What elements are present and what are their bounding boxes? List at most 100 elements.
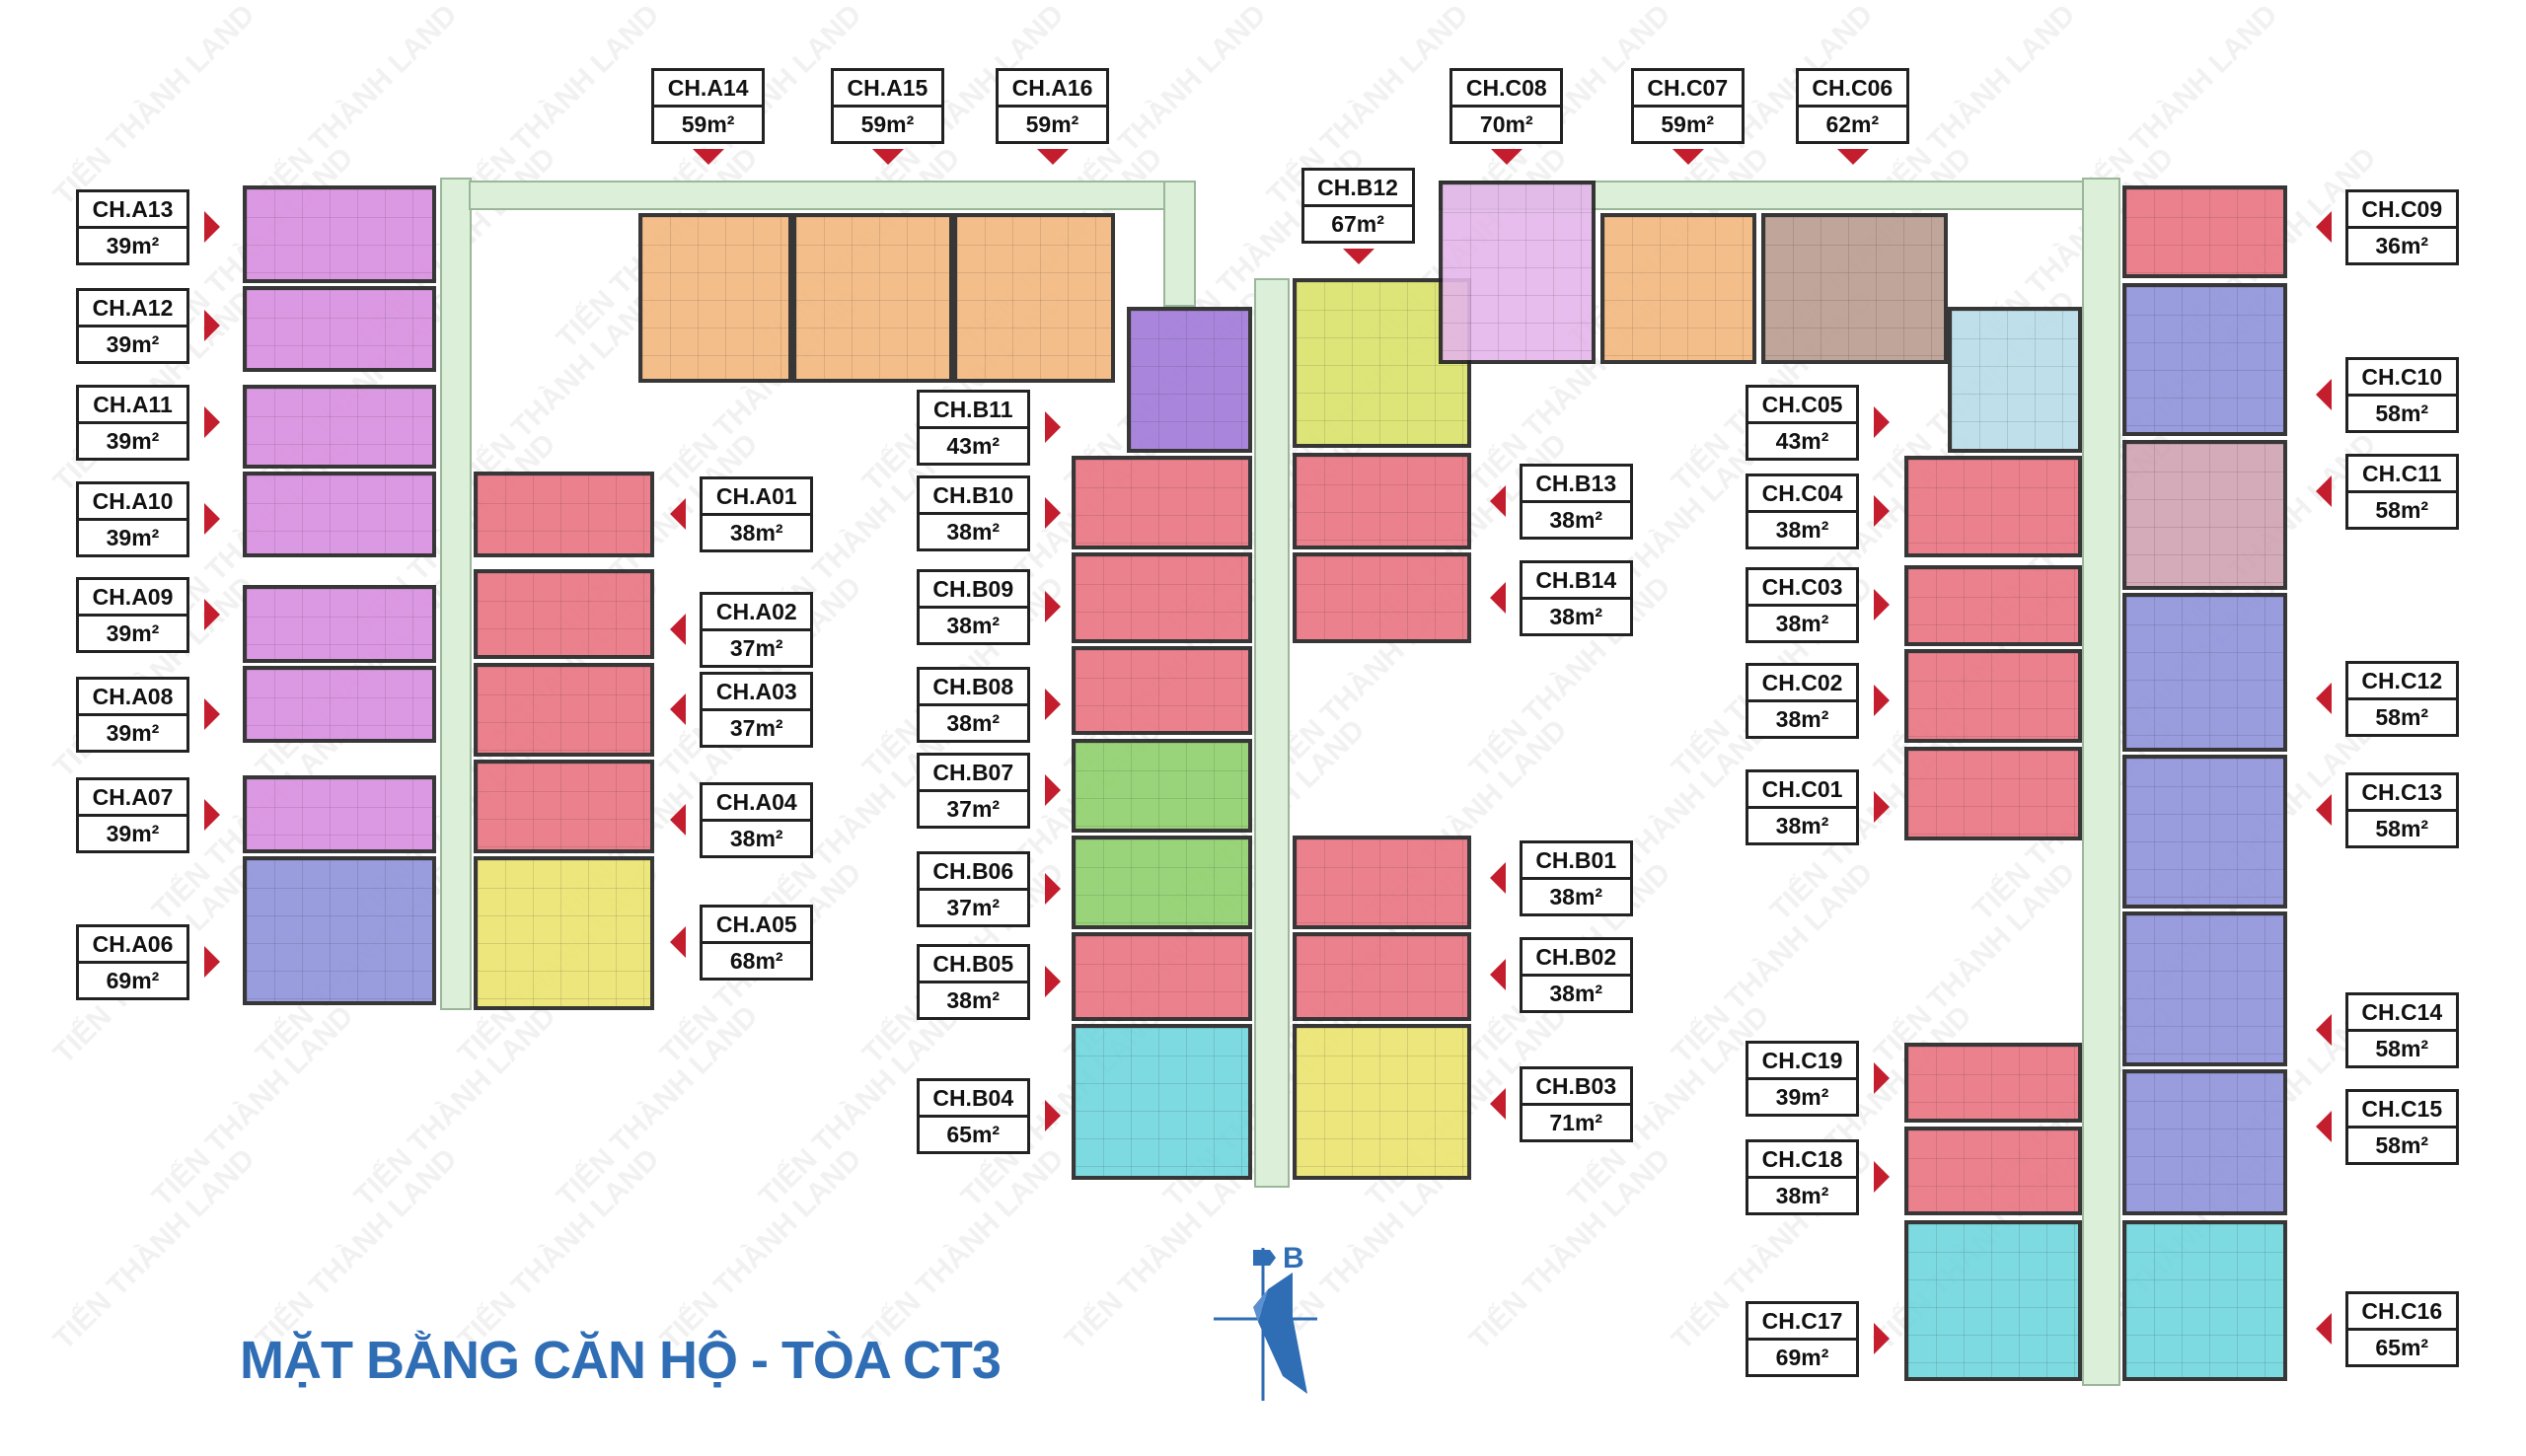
- apartment-unit[interactable]: [1071, 552, 1253, 643]
- apartment-unit[interactable]: [1071, 1024, 1253, 1180]
- apartment-unit[interactable]: [1438, 181, 1596, 364]
- apartment-unit[interactable]: [1071, 455, 1253, 549]
- apartment-unit[interactable]: [242, 285, 437, 372]
- apartment-unit[interactable]: [791, 213, 954, 384]
- apartment-unit[interactable]: [1903, 455, 2082, 558]
- apartment-unit[interactable]: [953, 213, 1116, 384]
- apartment-unit[interactable]: [1293, 452, 1471, 549]
- apartment-unit[interactable]: [242, 665, 437, 744]
- apartment-unit[interactable]: [242, 384, 437, 470]
- apartment-unit[interactable]: [1903, 1126, 2082, 1215]
- apartment-unit[interactable]: [242, 584, 437, 663]
- apartment-unit[interactable]: [2121, 1069, 2287, 1215]
- apartment-unit[interactable]: [1293, 932, 1471, 1022]
- apartment-unit[interactable]: [473, 472, 655, 558]
- apartment-unit[interactable]: [1071, 738, 1253, 833]
- apartment-unit[interactable]: [1071, 932, 1253, 1022]
- apartment-unit[interactable]: [2121, 282, 2287, 437]
- apartment-unit[interactable]: [1293, 1024, 1471, 1180]
- apartment-unit[interactable]: [473, 759, 655, 853]
- apartment-unit[interactable]: [1293, 835, 1471, 929]
- apartment-unit[interactable]: [2121, 1219, 2287, 1382]
- apartment-unit[interactable]: [638, 213, 792, 384]
- apartment-unit[interactable]: [1903, 1219, 2082, 1382]
- apartment-unit[interactable]: [2121, 185, 2287, 278]
- apartment-unit[interactable]: [242, 185, 437, 283]
- apartment-unit[interactable]: [1947, 307, 2082, 453]
- apartment-unit[interactable]: [1903, 1042, 2082, 1124]
- apartment-unit[interactable]: [1903, 649, 2082, 744]
- apartment-unit[interactable]: [1903, 565, 2082, 647]
- apartment-unit[interactable]: [1599, 213, 1757, 364]
- apartment-area: 71m²: [1549, 1110, 1603, 1136]
- room-layout: [1075, 459, 1249, 546]
- apartment-unit[interactable]: [1293, 552, 1471, 643]
- apartment-unit[interactable]: [1071, 646, 1253, 736]
- apartment-unit[interactable]: [242, 775, 437, 853]
- apartment-unit[interactable]: [473, 856, 655, 1010]
- apartment-unit[interactable]: [2121, 910, 2287, 1067]
- apartment-unit[interactable]: [1126, 307, 1253, 453]
- apartment-unit[interactable]: [1903, 746, 2082, 840]
- pointer-arrow-icon: [1044, 410, 1061, 443]
- apartment-unit[interactable]: [2121, 593, 2287, 752]
- apartment-unit[interactable]: [242, 856, 437, 1005]
- apartment-unit[interactable]: [1761, 213, 1948, 364]
- apartment-unit[interactable]: [2121, 754, 2287, 909]
- apartment-unit[interactable]: [473, 662, 655, 757]
- apartment-unit[interactable]: [242, 472, 437, 558]
- apartment-unit[interactable]: [473, 568, 655, 660]
- apartment-unit[interactable]: [1071, 835, 1253, 929]
- apartment-unit[interactable]: [2121, 439, 2287, 590]
